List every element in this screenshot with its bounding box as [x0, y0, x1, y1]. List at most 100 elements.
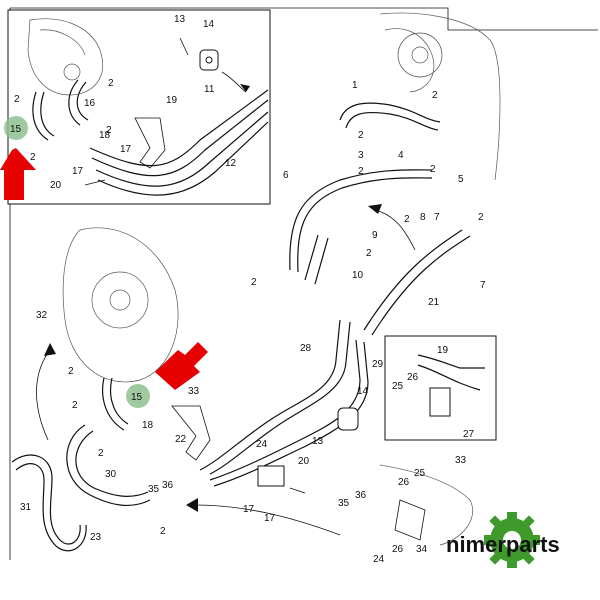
- label-17d: 17: [264, 513, 276, 524]
- hose-30-b: [75, 430, 149, 497]
- label-27: 27: [463, 429, 475, 440]
- label-20: 20: [50, 180, 62, 191]
- arrow-right-1-head: [368, 204, 382, 214]
- label-12: 12: [225, 158, 237, 169]
- label-18: 18: [99, 130, 111, 141]
- label-2p: 2: [160, 526, 166, 537]
- label-7a: 7: [434, 212, 440, 223]
- radiator-outline: [379, 12, 501, 181]
- label-2l: 2: [251, 277, 257, 288]
- arrow-bottom-head: [186, 498, 198, 512]
- label-6: 6: [283, 170, 289, 181]
- hose-6-b: [297, 177, 433, 273]
- label-7b: 7: [480, 280, 486, 291]
- pump-body: [91, 271, 149, 329]
- inset-top-left: [7, 9, 271, 205]
- label-25: 25: [392, 381, 404, 392]
- bolt-20-lower: [289, 487, 306, 494]
- label-26c: 26: [392, 544, 404, 555]
- label-2i: 2: [404, 214, 410, 225]
- label-14b: 14: [357, 386, 369, 397]
- hose-10: [304, 234, 319, 281]
- hose-15-lower: [102, 377, 125, 431]
- label-2d: 2: [30, 152, 36, 163]
- bracket-33: [171, 405, 211, 461]
- label-5: 5: [458, 174, 464, 185]
- label-26b: 26: [398, 477, 410, 488]
- line-29-b: [213, 341, 369, 487]
- frame-top: [10, 7, 598, 31]
- hose-16: [68, 79, 81, 126]
- label-24b: 24: [373, 554, 385, 565]
- fan-shroud: [384, 28, 435, 93]
- arrow-bottom: [194, 504, 341, 536]
- arrow-left-up-head: [44, 343, 56, 356]
- label-17b: 17: [72, 166, 84, 177]
- hose-21: [371, 235, 471, 336]
- label-2k: 2: [366, 248, 372, 259]
- label-34: 34: [416, 544, 428, 555]
- label-22: 22: [175, 434, 187, 445]
- line-28: [199, 319, 341, 471]
- clamp-14-hole: [205, 56, 213, 64]
- bolt-13: [179, 37, 189, 56]
- hose-16-b: [76, 81, 89, 121]
- label-36b: 36: [355, 490, 367, 501]
- bracket-33-lower: [394, 499, 426, 541]
- inset-br-line: [417, 354, 485, 369]
- label-2b: 2: [14, 94, 20, 105]
- engine-detail: [39, 29, 86, 56]
- hose-1-b: [345, 111, 439, 131]
- label-1: 1: [352, 80, 358, 91]
- hose-15-inset-b: [40, 91, 55, 137]
- label-13b: 13: [312, 436, 324, 447]
- label-2c: 2: [106, 125, 112, 136]
- label-2m: 2: [68, 366, 74, 377]
- label-28: 28: [300, 343, 312, 354]
- line-12: [95, 111, 269, 187]
- label-36: 36: [162, 480, 174, 491]
- label-19: 19: [166, 95, 178, 106]
- line-11-b: [91, 99, 269, 177]
- bracket-19: [134, 117, 166, 169]
- label-33: 33: [188, 386, 200, 397]
- label-2f: 2: [358, 130, 364, 141]
- label-33b: 33: [455, 455, 467, 466]
- label-17c: 17: [243, 504, 255, 515]
- inset-arrow-head: [240, 84, 250, 92]
- label-31: 31: [20, 502, 32, 513]
- label-15-inset: 15: [10, 124, 22, 135]
- label-30: 30: [105, 469, 117, 480]
- label-24: 24: [256, 439, 268, 450]
- label-17a: 17: [120, 144, 132, 155]
- hose-1: [339, 102, 441, 123]
- hose-15-lower-b: [109, 377, 129, 425]
- label-23: 23: [90, 532, 102, 543]
- brand-gear-logo: [484, 512, 540, 568]
- label-29: 29: [372, 359, 384, 370]
- inset-br-clamp: [429, 387, 451, 417]
- label-11: 11: [204, 84, 215, 95]
- hose-21-b: [363, 229, 463, 331]
- pump-housing-sketch: [62, 227, 179, 383]
- label-3: 3: [358, 150, 364, 161]
- label-35b: 35: [338, 498, 350, 509]
- engine-housing-sketch: [27, 18, 103, 96]
- label-2a: 2: [108, 78, 114, 89]
- bracket-sketch-lower: [379, 464, 473, 546]
- line-12-b: [97, 121, 269, 196]
- label-4: 4: [398, 150, 404, 161]
- line-28-b: [209, 321, 351, 475]
- pump-center: [109, 289, 131, 311]
- hose-10-b: [314, 237, 329, 285]
- label-25b: 25: [414, 468, 426, 479]
- brand-name: nimerparts: [446, 532, 560, 557]
- label-13: 13: [174, 14, 186, 25]
- bolt-20: [84, 179, 106, 186]
- inset-br-line-b: [417, 364, 481, 391]
- hose-15-inset: [32, 91, 49, 141]
- hose-31-b: [15, 463, 87, 552]
- arrow-right-1: [374, 209, 416, 251]
